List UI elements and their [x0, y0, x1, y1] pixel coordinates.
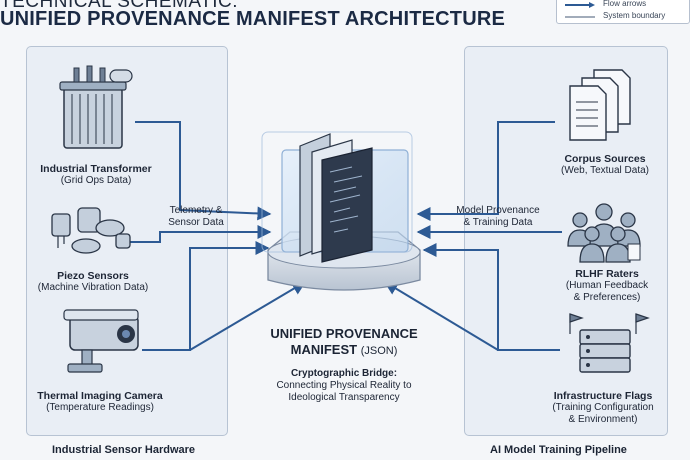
rlhf-label: RLHF Raters (Human Feedback & Preference… — [548, 268, 666, 304]
rlhf-name: RLHF Raters — [575, 268, 639, 280]
transformer-detail: (Grid Ops Data) — [60, 175, 132, 186]
legend-boundary-label: System boundary — [603, 11, 666, 20]
bridge-line-1: Connecting Physical Reality to — [276, 380, 412, 391]
page-title: UNIFIED PROVENANCE MANIFEST ARCHITECTURE — [0, 8, 506, 30]
manifest-title-word: MANIFEST — [290, 342, 358, 357]
server-icon — [569, 313, 650, 373]
legend-flow-label: Flow arrows — [603, 0, 647, 8]
rlhf-detail-1: (Human Feedback — [565, 280, 649, 291]
camera-label: Thermal Imaging Camera (Temperature Read… — [26, 390, 174, 414]
piezo-name: Piezo Sensors — [57, 270, 129, 282]
provenance-line-2: & Training Data — [463, 217, 533, 228]
bridge-line-2: Ideological Transparency — [288, 392, 400, 403]
corpus-name: Corpus Sources — [564, 153, 646, 165]
telemetry-flow-label: Telemetry & Sensor Data — [158, 205, 234, 229]
right-panel-title: AI Model Training Pipeline — [490, 444, 627, 456]
piezo-sensor-icon — [51, 207, 131, 254]
right-connectors — [383, 121, 562, 351]
left-connectors — [130, 121, 307, 351]
camera-icon — [63, 309, 139, 373]
piezo-detail: (Machine Vibration Data) — [37, 282, 149, 293]
infra-detail-2: & Environment) — [568, 414, 638, 425]
telemetry-line-1: Telemetry & — [169, 205, 223, 216]
manifest-title-line-1: UNIFIED PROVENANCE — [270, 326, 418, 341]
manifest-title: UNIFIED PROVENANCE MANIFEST (JSON) — [238, 326, 450, 359]
corpus-label: Corpus Sources (Web, Textual Data) — [545, 153, 665, 177]
people-icon — [567, 203, 641, 263]
provenance-flow-label: Model Provenance & Training Data — [450, 205, 546, 229]
documents-icon — [569, 69, 631, 141]
legend: Flow arrows System boundary — [556, 0, 690, 24]
manifest-title-suffix: (JSON) — [360, 345, 398, 357]
camera-name: Thermal Imaging Camera — [37, 390, 163, 402]
infra-label: Infrastructure Flags (Training Configura… — [540, 390, 666, 426]
legend-boundary-icon — [565, 16, 595, 18]
corpus-detail: (Web, Textual Data) — [560, 165, 649, 176]
provenance-line-1: Model Provenance — [456, 205, 540, 216]
infra-name: Infrastructure Flags — [553, 390, 653, 402]
rlhf-detail-2: & Preferences) — [573, 292, 641, 303]
camera-detail: (Temperature Readings) — [46, 402, 154, 413]
legend-arrow-icon — [565, 2, 595, 8]
transformer-icon — [59, 65, 133, 149]
infra-detail-1: (Training Configuration — [552, 402, 654, 413]
manifest-hub — [261, 131, 421, 291]
bridge-caption: Cryptographic Bridge: Connecting Physica… — [238, 368, 450, 404]
transformer-label: Industrial Transformer (Grid Ops Data) — [26, 163, 166, 187]
telemetry-line-2: Sensor Data — [168, 217, 224, 228]
piezo-label: Piezo Sensors (Machine Vibration Data) — [26, 270, 160, 294]
header-subtitle: TECHNICAL SCHEMATIC: — [0, 0, 239, 12]
manifest-title-line-2: MANIFEST (JSON) — [238, 342, 450, 359]
left-panel-title: Industrial Sensor Hardware — [52, 444, 196, 456]
bridge-title: Cryptographic Bridge: — [290, 368, 398, 379]
transformer-name: Industrial Transformer — [40, 163, 152, 175]
